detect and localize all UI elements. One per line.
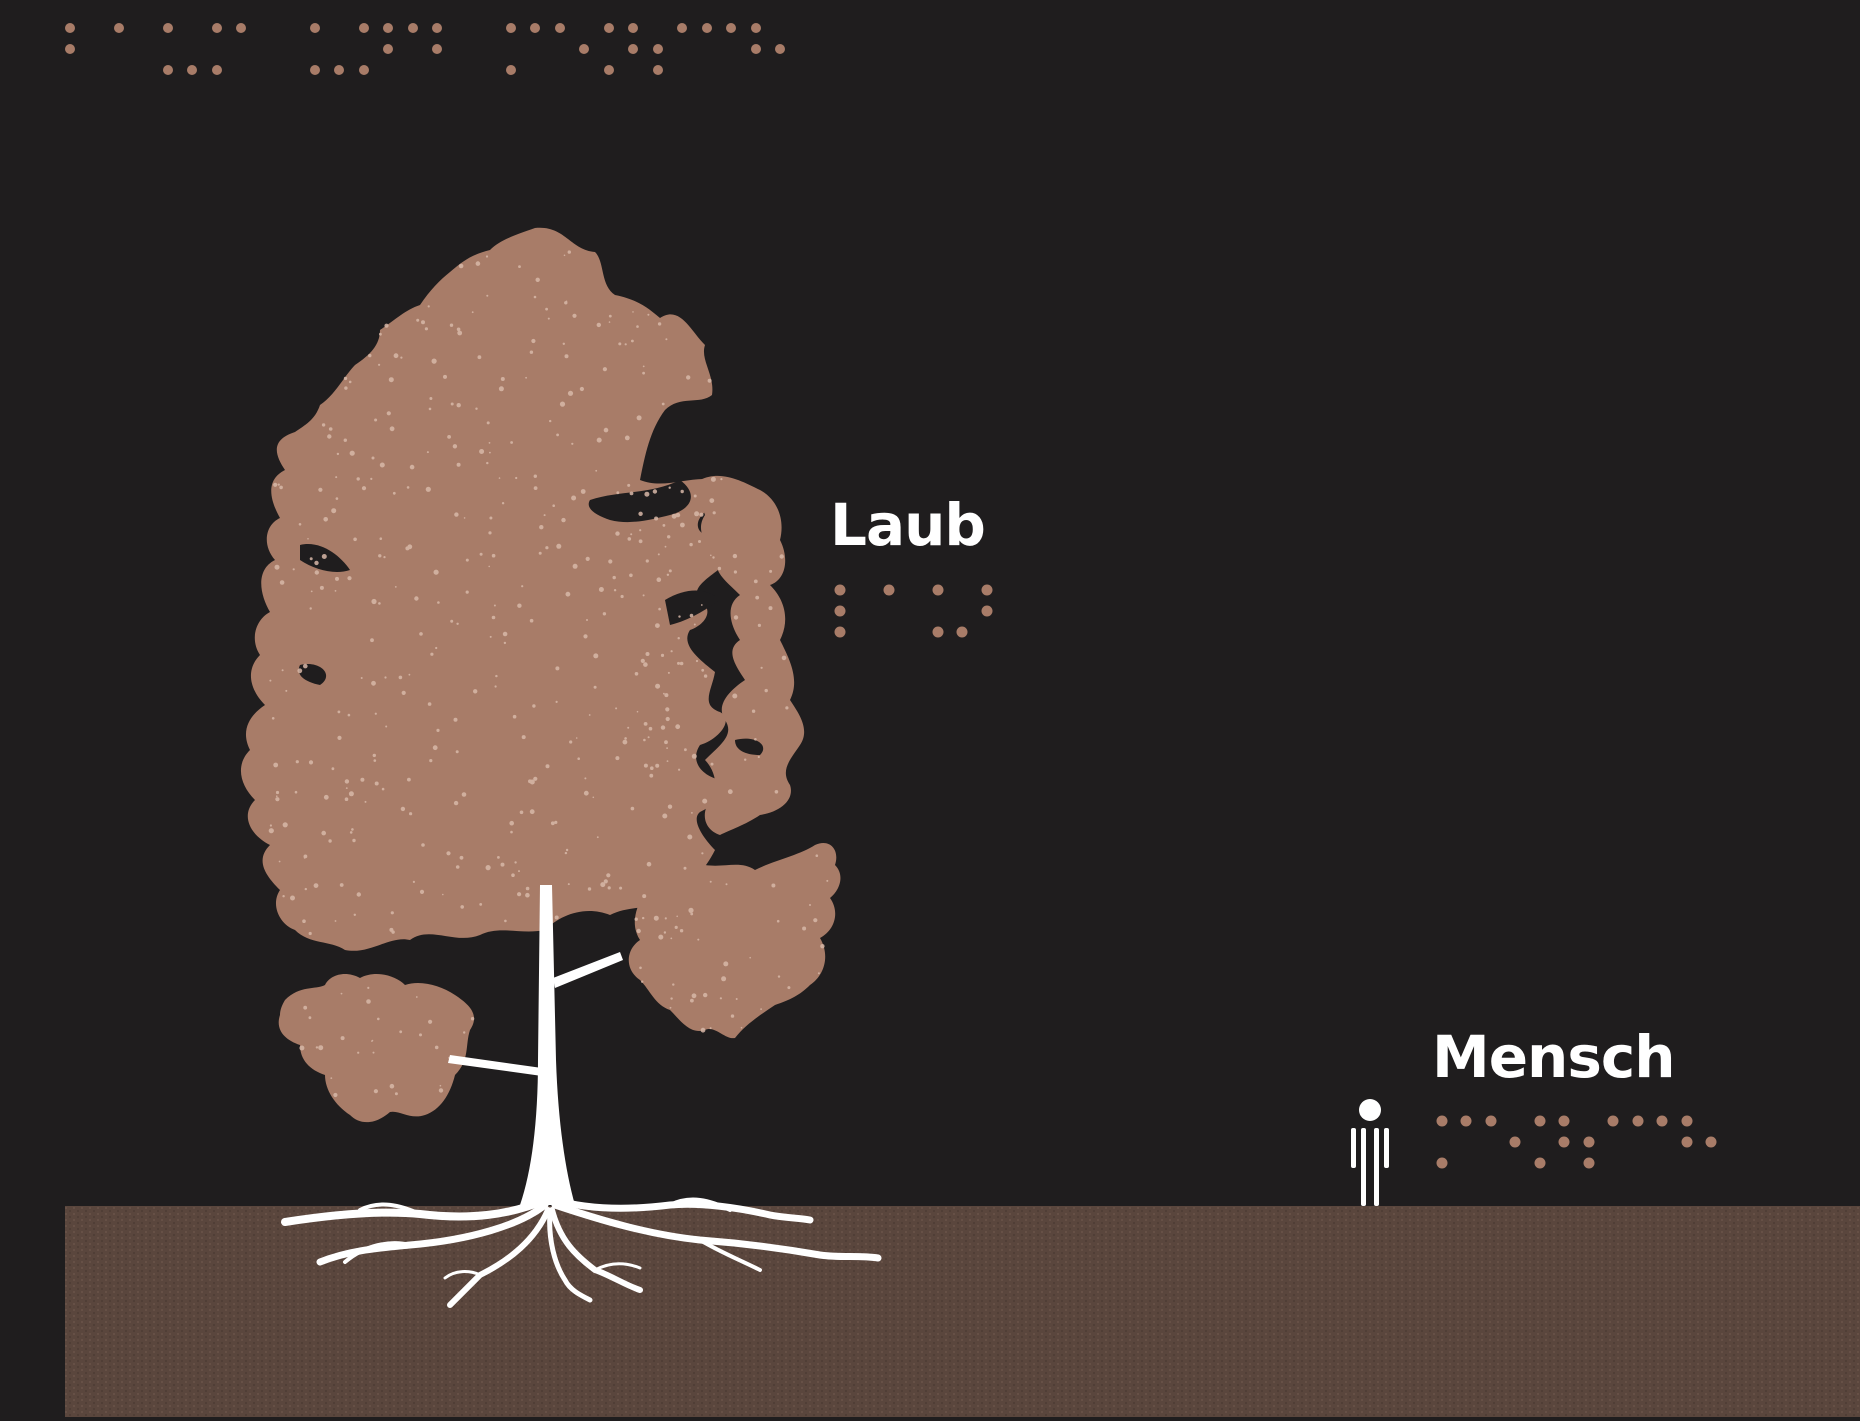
braille-dot — [1486, 1116, 1497, 1127]
braille-dot — [506, 65, 516, 75]
braille-dot — [432, 23, 442, 33]
braille-dot — [1682, 1137, 1693, 1148]
label-laub: Laub — [830, 496, 985, 554]
braille-dot — [702, 23, 712, 33]
braille-dot — [653, 44, 663, 54]
label-mensch: Mensch — [1432, 1028, 1675, 1086]
braille-dot — [163, 65, 173, 75]
braille-dot — [1682, 1116, 1693, 1127]
braille-dot — [555, 23, 565, 33]
braille-dot — [1559, 1116, 1570, 1127]
braille-dot — [1535, 1116, 1546, 1127]
braille-dot — [359, 65, 369, 75]
braille-dot — [1584, 1158, 1595, 1169]
braille-dot — [212, 23, 222, 33]
braille-dot — [187, 65, 197, 75]
braille-dot — [530, 23, 540, 33]
braille-dot — [310, 65, 320, 75]
braille-dot — [835, 627, 846, 638]
braille-dot — [65, 23, 75, 33]
braille-dot — [1657, 1116, 1668, 1127]
braille-dot — [212, 65, 222, 75]
braille-dot — [835, 606, 846, 617]
braille-dot — [1584, 1137, 1595, 1148]
braille-dot — [884, 585, 895, 596]
braille-dot — [1437, 1116, 1448, 1127]
braille-dot — [982, 606, 993, 617]
braille-dot — [1535, 1158, 1546, 1169]
braille-dot — [653, 65, 663, 75]
braille-dot — [236, 23, 246, 33]
braille-dot — [1461, 1116, 1472, 1127]
braille-dot — [1437, 1158, 1448, 1169]
braille-dot — [1608, 1116, 1619, 1127]
braille-dot — [1559, 1137, 1570, 1148]
braille-title — [65, 23, 785, 75]
braille-dot — [1510, 1137, 1521, 1148]
braille-dot — [751, 23, 761, 33]
braille-dot — [604, 23, 614, 33]
braille-dot — [628, 44, 638, 54]
braille-dot — [334, 65, 344, 75]
braille-dot — [677, 23, 687, 33]
braille-dot — [933, 627, 944, 638]
ground — [65, 1206, 1860, 1417]
braille-dot — [726, 23, 736, 33]
braille-dot — [1706, 1137, 1717, 1148]
braille-dot — [628, 23, 638, 33]
braille-dot — [506, 23, 516, 33]
braille-dot — [775, 44, 785, 54]
braille-dot — [383, 23, 393, 33]
braille-dot — [957, 627, 968, 638]
braille-dot — [835, 585, 846, 596]
braille-dot — [751, 44, 761, 54]
braille-dot — [579, 44, 589, 54]
braille-dot — [432, 44, 442, 54]
braille-dot — [359, 23, 369, 33]
braille-dot — [163, 23, 173, 33]
braille-mensch — [1437, 1116, 1717, 1169]
braille-dot — [933, 585, 944, 596]
braille-dot — [408, 23, 418, 33]
braille-dot — [114, 23, 124, 33]
braille-dot — [604, 65, 614, 75]
braille-dot — [982, 585, 993, 596]
braille-dot — [65, 44, 75, 54]
braille-dot — [310, 23, 320, 33]
braille-dot — [1633, 1116, 1644, 1127]
person-icon — [1351, 1099, 1389, 1206]
braille-dot — [383, 44, 393, 54]
braille-laub — [835, 585, 993, 638]
